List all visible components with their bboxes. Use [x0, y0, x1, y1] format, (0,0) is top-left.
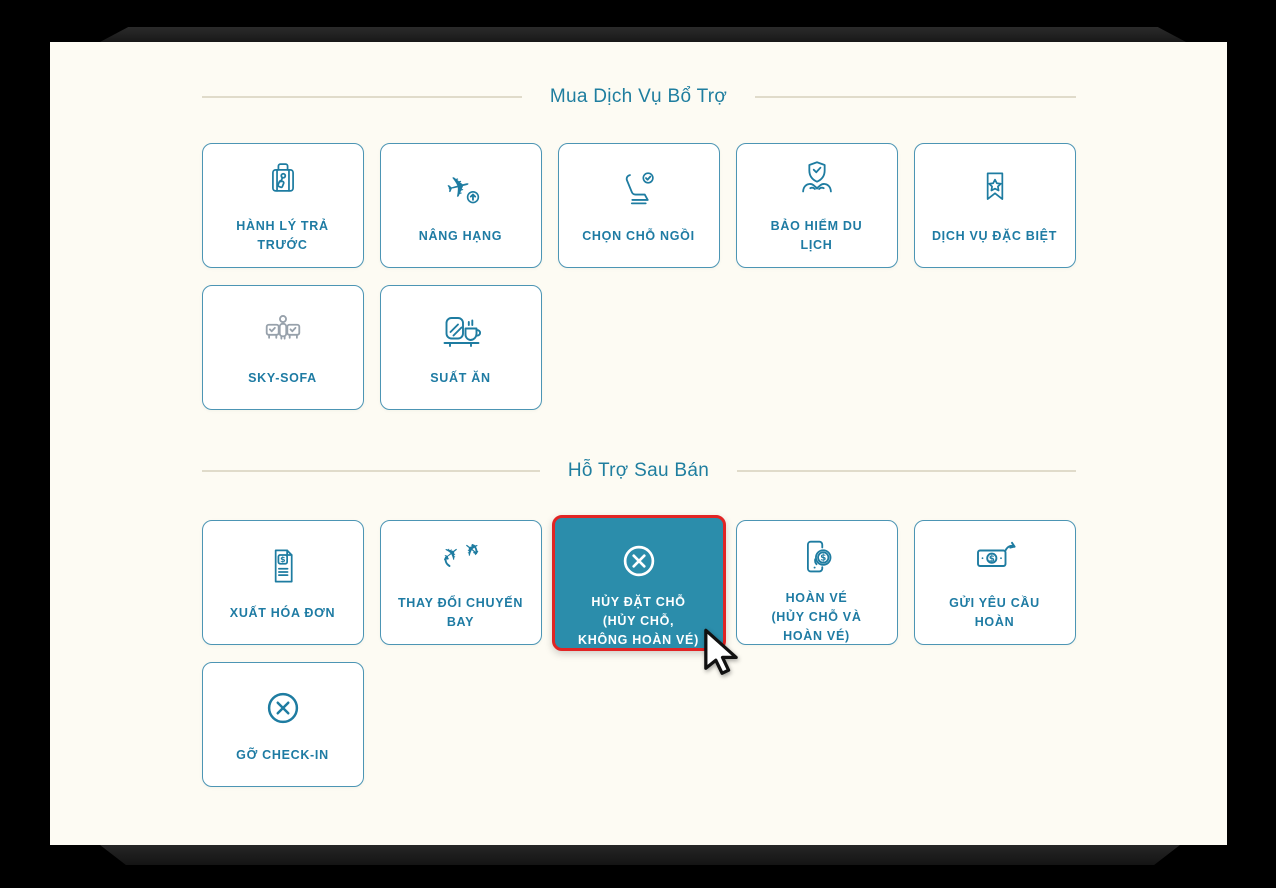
- section-after-sales: Hỗ Trợ Sau Bán $ XUẤT HÓA ĐƠN ✈ ✈ THAY ĐỔ…: [201, 458, 1076, 787]
- card-grid: HÀNH LÝ TRẢ TRƯỚC ✈ NÂNG HẠNG CHỌN CHỖ N…: [201, 143, 1076, 410]
- service-card-label: BẢO HIỂM DU LỊCH: [770, 219, 863, 252]
- service-card-label: GỬI YÊU CẦU HOÀN: [949, 596, 1040, 629]
- service-card-nang-hang[interactable]: ✈ NÂNG HẠNG: [379, 143, 542, 268]
- card-cell: GỠ CHECK-IN: [201, 662, 364, 787]
- card-cell: HÀNH LÝ TRẢ TRƯỚC: [201, 143, 364, 268]
- card-cell: HỦY ĐẶT CHỖ (HỦY CHỖ, KHÔNG HOÀN VÉ): [551, 515, 726, 651]
- phone-refund-icon: $: [794, 535, 840, 581]
- invoice-icon: $: [261, 543, 305, 589]
- mouse-cursor: [704, 628, 738, 675]
- service-card-label: GỠ CHECK-IN: [236, 747, 329, 762]
- card-cell: DỊCH VỤ ĐẶC BIỆT: [913, 143, 1076, 268]
- service-card-xuat-hoa-don[interactable]: $ XUẤT HÓA ĐƠN: [201, 520, 364, 645]
- service-card-label: HỦY ĐẶT CHỖ (HỦY CHỖ, KHÔNG HOÀN VÉ): [578, 595, 699, 647]
- svg-text:$: $: [820, 554, 826, 564]
- divider-line: [737, 470, 1076, 472]
- section-buy-ancillary: Mua Dịch Vụ Bổ Trợ HÀNH LÝ TRẢ TRƯỚC ✈ N…: [201, 84, 1076, 410]
- service-card-hoan-ve[interactable]: $ HOÀN VÉ (HỦY CHỖ VÀ HOÀN VÉ): [735, 520, 898, 645]
- svg-text:$: $: [280, 554, 285, 563]
- service-card-label: CHỌN CHỖ NGỒI: [582, 228, 695, 243]
- card-cell: CHỌN CHỖ NGỒI: [557, 143, 720, 268]
- service-card-huy-dat-cho[interactable]: HỦY ĐẶT CHỖ (HỦY CHỖ, KHÔNG HOÀN VÉ): [551, 515, 726, 651]
- section-header: Hỗ Trợ Sau Bán: [201, 458, 1076, 484]
- remove-checkin-icon: [260, 685, 306, 731]
- service-card-sky-sofa[interactable]: SKY-SOFA: [201, 285, 364, 410]
- service-card-label: NÂNG HẠNG: [418, 228, 503, 243]
- service-card-gui-yeu-cau-hoan[interactable]: $ GỬI YÊU CẦU HOÀN: [913, 520, 1076, 645]
- section-title: Hỗ Trợ Sau Bán: [567, 460, 710, 481]
- service-card-bao-hiem-du-lich[interactable]: BẢO HIỂM DU LỊCH: [735, 143, 898, 268]
- service-card-hanh-ly-tra-truoc[interactable]: HÀNH LÝ TRẢ TRƯỚC: [201, 143, 364, 268]
- section-header: Mua Dịch Vụ Bổ Trợ: [201, 84, 1076, 110]
- frame-bezel-top: [100, 27, 1186, 42]
- card-cell: $ GỬI YÊU CẦU HOÀN: [913, 520, 1076, 645]
- travel-insurance-icon: [794, 156, 840, 202]
- card-cell: $ HOÀN VÉ (HỦY CHỖ VÀ HOÀN VÉ): [735, 520, 898, 645]
- service-card-suat-an[interactable]: SUẤT ĂN: [379, 285, 542, 410]
- meal-icon: [437, 308, 485, 354]
- section-title: Mua Dịch Vụ Bổ Trợ: [549, 86, 728, 107]
- service-card-label: HOÀN VÉ (HỦY CHỖ VÀ HOÀN VÉ): [771, 591, 862, 643]
- service-card-label: SKY-SOFA: [248, 370, 317, 385]
- service-card-go-check-in[interactable]: GỠ CHECK-IN: [201, 662, 364, 787]
- card-cell: ✈ ✈ THAY ĐỔI CHUYẾN BAY: [379, 520, 542, 645]
- divider-line: [201, 470, 540, 472]
- special-service-icon: [973, 166, 1017, 212]
- divider-line: [201, 96, 522, 98]
- service-card-label: HÀNH LÝ TRẢ TRƯỚC: [236, 219, 329, 252]
- services-screen: Mua Dịch Vụ Bổ Trợ HÀNH LÝ TRẢ TRƯỚC ✈ N…: [50, 42, 1227, 845]
- svg-text:$: $: [988, 554, 994, 564]
- card-cell: SKY-SOFA: [201, 285, 364, 410]
- luggage-icon: [261, 156, 305, 202]
- card-grid: $ XUẤT HÓA ĐƠN ✈ ✈ THAY ĐỔI CHUYẾN BAY HỦ…: [201, 515, 1076, 787]
- card-cell: $ XUẤT HÓA ĐƠN: [201, 520, 364, 645]
- card-cell: BẢO HIỂM DU LỊCH: [735, 143, 898, 268]
- card-cell: SUẤT ĂN: [379, 285, 542, 410]
- service-card-label: DỊCH VỤ ĐẶC BIỆT: [931, 228, 1058, 243]
- service-card-label: SUẤT ĂN: [430, 370, 491, 385]
- seat-check-icon: [616, 166, 662, 212]
- service-card-chon-cho-ngoi[interactable]: CHỌN CHỖ NGỒI: [557, 143, 720, 268]
- service-card-label: XUẤT HÓA ĐƠN: [229, 605, 336, 620]
- services-panel: Mua Dịch Vụ Bổ Trợ HÀNH LÝ TRẢ TRƯỚC ✈ N…: [201, 84, 1076, 787]
- card-cell: ✈ NÂNG HẠNG: [379, 143, 542, 268]
- cancel-circle-icon: [616, 538, 662, 584]
- plane-upgrade-icon: ✈: [438, 166, 484, 212]
- service-card-dich-vu-dac-biet[interactable]: DỊCH VỤ ĐẶC BIỆT: [913, 143, 1076, 268]
- change-flight-icon: ✈ ✈: [437, 533, 485, 579]
- service-card-label: THAY ĐỔI CHUYẾN BAY: [397, 596, 524, 629]
- service-card-thay-doi-chuyen-bay[interactable]: ✈ ✈ THAY ĐỔI CHUYẾN BAY: [379, 520, 542, 645]
- frame-bezel-bottom: [100, 845, 1180, 865]
- divider-line: [755, 96, 1076, 98]
- money-refund-icon: $: [971, 533, 1019, 579]
- sky-sofa-icon: [260, 308, 306, 354]
